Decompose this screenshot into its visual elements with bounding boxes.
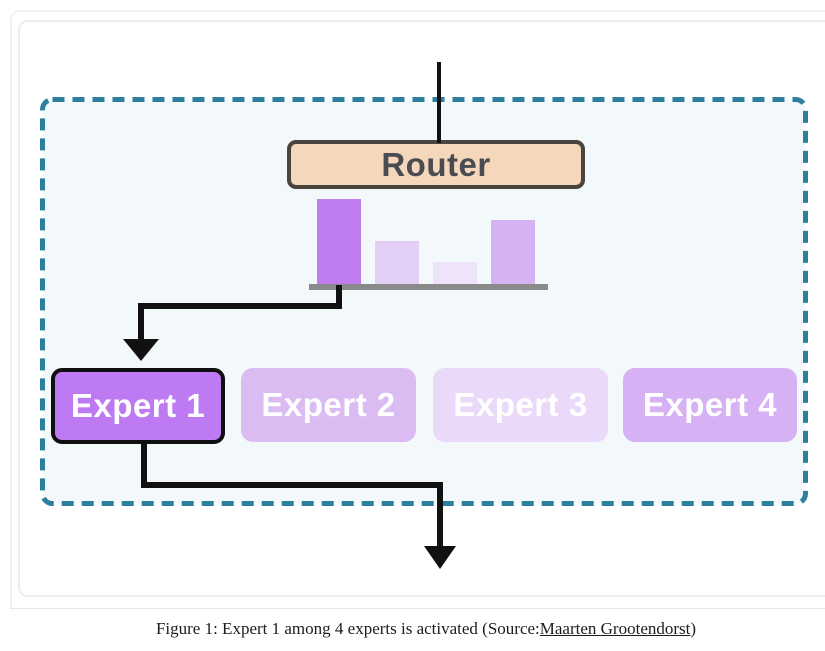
- expert-label: Expert 1: [70, 387, 206, 424]
- figure-caption: Figure 1: Expert 1 among 4 experts is ac…: [10, 608, 825, 648]
- router-weights-chart: [317, 199, 537, 288]
- source-link[interactable]: Maarten Grootendorst: [539, 618, 691, 638]
- caption-text-suffix: ): [690, 618, 697, 638]
- figure-card: [18, 20, 825, 597]
- expert-label: Expert 2: [261, 386, 396, 423]
- chart-baseline: [309, 284, 548, 290]
- expert-box-4: Expert 4: [623, 368, 797, 442]
- router-box: Router: [287, 140, 585, 189]
- expert-label: Expert 4: [642, 386, 778, 423]
- router-weight-bar: [375, 241, 419, 288]
- expert-box-1: Expert 1: [51, 368, 225, 444]
- caption-text: Figure 1: Expert 1 among 4 experts is ac…: [155, 618, 540, 638]
- expert-label: Expert 3: [453, 386, 588, 423]
- expert-box-2: Expert 2: [241, 368, 416, 442]
- router-label: Router: [381, 145, 491, 183]
- router-weight-bar: [317, 199, 361, 288]
- router-weight-bar: [491, 220, 535, 288]
- expert-box-3: Expert 3: [433, 368, 608, 442]
